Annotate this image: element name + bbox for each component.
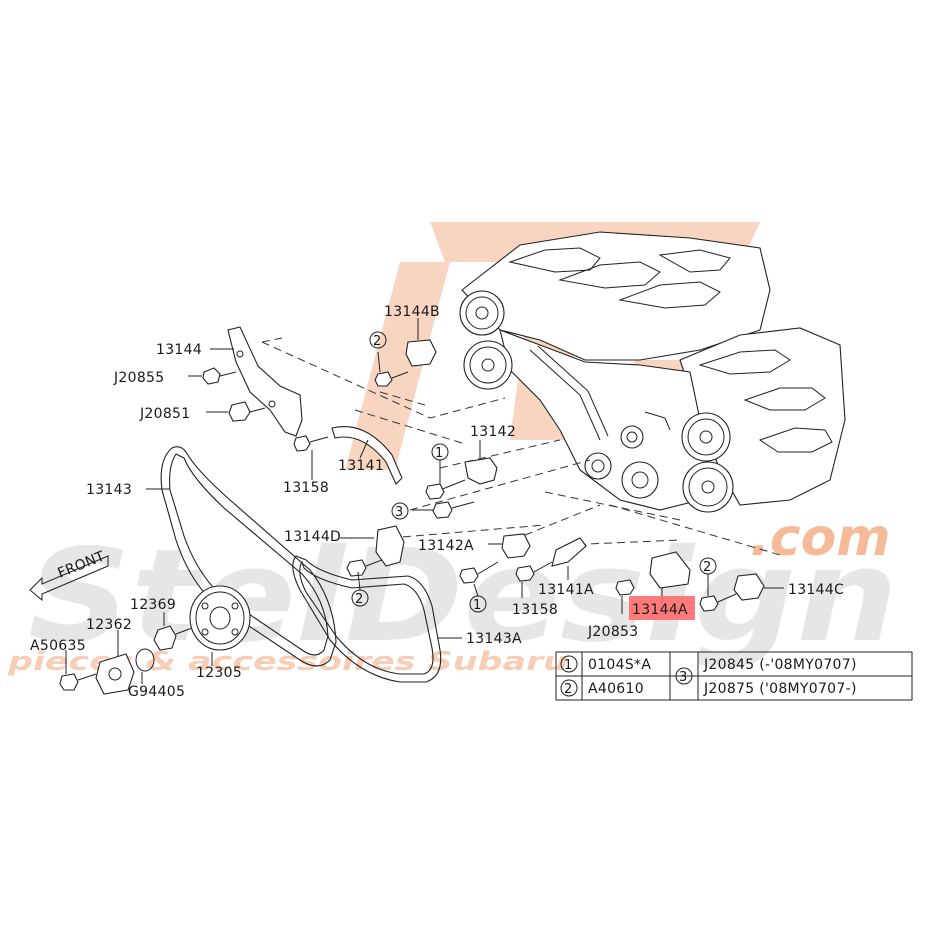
label-j20853: J20853 — [587, 624, 638, 640]
legend-ref-3: 3 J20845 (-'08MY0707) J20875 ('08MY0707-… — [675, 657, 857, 697]
svg-text:1: 1 — [435, 446, 443, 461]
label-12369: 12369 — [130, 597, 176, 613]
part-13142A — [459, 533, 531, 584]
svg-text:A40610: A40610 — [588, 681, 644, 697]
legend-row-1: 1 0104S*A — [560, 655, 651, 673]
belt-13143A — [292, 555, 442, 683]
part-13141-guide — [331, 426, 403, 485]
svg-text:.com: .com — [750, 508, 891, 568]
svg-text:2: 2 — [703, 560, 711, 575]
part-13144A — [615, 551, 691, 596]
belt-13143 — [160, 446, 337, 667]
highlight-13144A — [629, 596, 695, 620]
cam-sprocket-lower — [463, 340, 513, 390]
bolt-12369 — [153, 625, 193, 651]
label-13144D: 13144D — [284, 529, 341, 545]
dashed-leaders — [261, 337, 781, 556]
cam-sprocket-right-lower — [682, 461, 734, 513]
engine-block — [459, 231, 846, 513]
label-13141: 13141 — [338, 458, 384, 474]
part-13142 — [425, 457, 498, 500]
cam-sprocket-right-upper — [681, 412, 731, 462]
label-13144A: 13144A — [632, 602, 688, 618]
bolt-j20855 — [202, 367, 237, 385]
label-j20855: J20855 — [113, 370, 164, 386]
svg-text:2: 2 — [355, 592, 363, 607]
label-13143: 13143 — [86, 482, 132, 498]
part-13144-guide — [227, 326, 303, 437]
label-13158-left: 13158 — [283, 480, 329, 496]
svg-text:0104S*A: 0104S*A — [588, 657, 651, 673]
label-12305: 12305 — [196, 665, 242, 681]
crank-pulley-12305 — [189, 585, 251, 651]
bolt-j20851 — [228, 401, 266, 422]
label-13158-right: 13158 — [512, 602, 558, 618]
label-13143A: 13143A — [466, 631, 522, 647]
label-13142A: 13142A — [418, 538, 474, 554]
ref-marker-1-mid: 1 — [431, 443, 449, 461]
bolt-ref-3 — [432, 501, 475, 519]
label-13144C: 13144C — [788, 582, 844, 598]
part-13144B — [374, 339, 437, 387]
svg-text:1: 1 — [473, 598, 481, 613]
idler-pulley-2 — [584, 452, 612, 480]
circled-ref-markers: 2 1 3 2 1 2 — [351, 331, 717, 613]
bolt-a50635 — [59, 673, 97, 691]
label-12362: 12362 — [86, 617, 132, 633]
label-j20851: J20851 — [139, 406, 190, 422]
svg-text:3: 3 — [679, 670, 687, 685]
svg-text:1: 1 — [564, 658, 572, 673]
part-12362 — [95, 653, 135, 695]
legend-table: 1 0104S*A 2 A40610 3 J20845 (-'08MY0707)… — [555, 651, 913, 701]
label-13144: 13144 — [156, 342, 202, 358]
legend-row-2: 2 A40610 — [560, 679, 644, 697]
svg-text:2: 2 — [564, 682, 572, 697]
ref-marker-1-low: 1 — [469, 595, 487, 613]
label-13144B: 13144B — [384, 304, 440, 320]
part-labels: 13144B 13144 J20855 J20851 13142 13141 1… — [30, 304, 844, 700]
oring-g94405 — [135, 648, 155, 672]
ref-marker-2-low: 2 — [351, 589, 369, 607]
part-13144C — [699, 573, 765, 612]
crank-sprocket — [621, 461, 659, 499]
svg-text:3: 3 — [395, 505, 403, 520]
ref-marker-2-top: 2 — [369, 331, 387, 349]
bolt-13158-left — [293, 435, 329, 452]
idler-pulley-1 — [620, 425, 644, 449]
label-13141A: 13141A — [538, 582, 594, 598]
cam-sprocket-upper — [459, 290, 505, 336]
svg-text:2: 2 — [373, 334, 381, 349]
leader-lines — [65, 318, 784, 684]
svg-text:J20875 ('08MY0707-): J20875 ('08MY0707-) — [703, 681, 857, 697]
ref-marker-3: 3 — [391, 502, 409, 520]
ref-marker-2-right: 2 — [699, 557, 717, 575]
part-13144D — [346, 525, 405, 577]
part-13141A — [515, 537, 587, 582]
svg-text:J20845 (-'08MY0707): J20845 (-'08MY0707) — [703, 657, 857, 673]
label-g94405: G94405 — [128, 684, 185, 700]
label-a50635: A50635 — [30, 638, 86, 654]
label-13142: 13142 — [470, 424, 516, 440]
